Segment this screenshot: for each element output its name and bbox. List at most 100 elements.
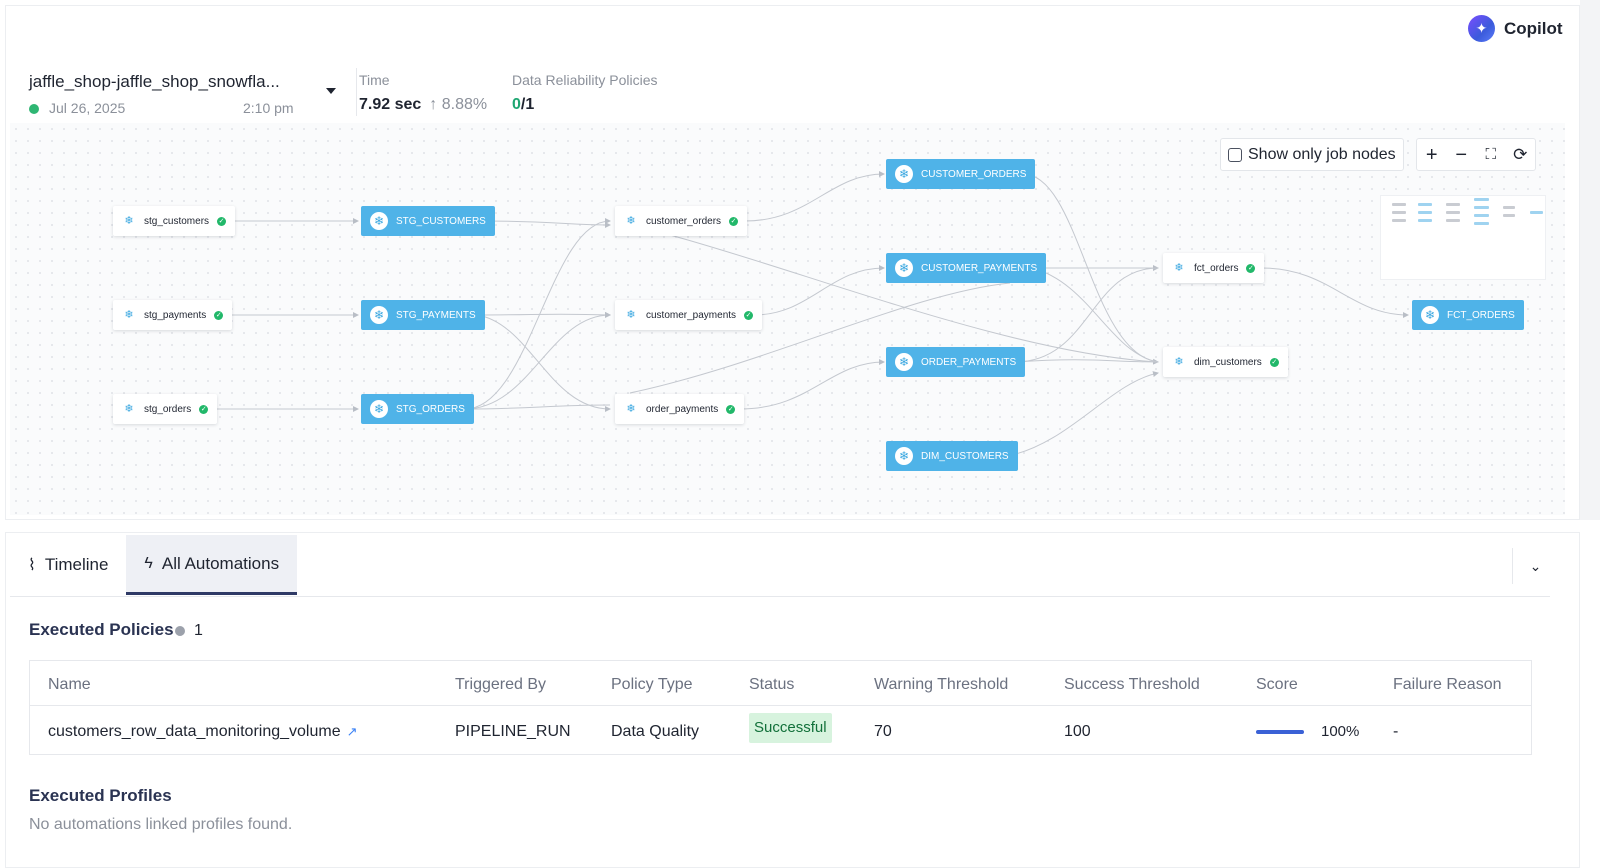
edge [739, 359, 885, 410]
zoom-toolbar: + − ⛶ ⟳ [1416, 138, 1536, 171]
node-fct-orders[interactable]: ❄ fct_orders ✓ [1163, 253, 1265, 283]
snowflake-icon: ❄ [370, 400, 388, 418]
node-ORDER_PAYMENTS[interactable]: ❄ ORDER_PAYMENTS [886, 347, 1026, 377]
column-header[interactable]: Warning Threshold [874, 676, 1009, 693]
vertical-scrollbar[interactable] [1580, 0, 1600, 520]
node-label: customer_orders [646, 215, 722, 227]
zoom-in-icon[interactable]: + [1425, 143, 1438, 166]
reset-view-icon[interactable]: ⟳ [1513, 144, 1528, 164]
node-DIM_CUSTOMERS[interactable]: ❄ DIM_CUSTOMERS [886, 441, 1018, 471]
lineage-minimap[interactable] [1380, 195, 1546, 280]
node-FCT_ORDERS[interactable]: ❄ FCT_ORDERS [1412, 300, 1524, 330]
policies-table: Name Triggered By Policy Type Status War… [29, 660, 1532, 755]
zoom-out-icon[interactable]: − [1455, 143, 1468, 166]
run-status-dot [29, 104, 39, 114]
node-stg-payments[interactable]: ❄ stg_payments ✓ [113, 300, 233, 330]
check-icon: ✓ [1269, 357, 1279, 367]
column-header[interactable]: Score [1256, 676, 1298, 693]
score-bar [1256, 730, 1304, 734]
node-label: customer_payments [646, 309, 737, 321]
node-CUSTOMER_ORDERS[interactable]: ❄ CUSTOMER_ORDERS [886, 159, 1036, 189]
node-label: FCT_ORDERS [1447, 309, 1515, 321]
snowflake-icon: ❄ [370, 212, 388, 230]
lineage-canvas[interactable] [10, 123, 1565, 515]
snowflake-icon: ❄ [895, 447, 913, 465]
edge [669, 234, 1159, 365]
copilot-label: Copilot [1504, 18, 1563, 38]
job-nodes-checkbox[interactable] [1228, 147, 1242, 162]
column-header[interactable]: Failure Reason [1393, 676, 1502, 693]
count-dot [175, 626, 185, 636]
node-order-payments[interactable]: ❄ order_payments ✓ [615, 394, 745, 424]
node-label: stg_payments [144, 309, 207, 321]
edge [753, 265, 885, 316]
column-header[interactable]: Status [749, 676, 795, 693]
check-icon: ✓ [217, 216, 227, 226]
check-icon: ✓ [729, 216, 739, 226]
time-value: 7.92 sec [359, 96, 422, 113]
show-only-job-nodes-toggle[interactable]: Show only job nodes [1220, 138, 1404, 171]
time-label: Time [359, 72, 390, 88]
snowflake-icon: ❄ [124, 215, 134, 227]
executed-policies-count: 1 [175, 622, 203, 640]
column-header[interactable]: Success Threshold [1064, 676, 1200, 693]
edge [1014, 267, 1159, 363]
sparkle-icon: ✦ [1468, 15, 1495, 42]
node-CUSTOMER_PAYMENTS[interactable]: ❄ CUSTOMER_PAYMENTS [886, 253, 1047, 283]
policies-label: Data Reliability Policies [512, 72, 658, 88]
node-customer-orders[interactable]: ❄ customer_orders ✓ [615, 206, 748, 236]
node-label: ORDER_PAYMENTS [921, 356, 1017, 368]
edge [629, 282, 1011, 394]
chevron-down-icon: ⌄ [1529, 557, 1542, 574]
edge [476, 314, 611, 412]
edge [1007, 371, 1159, 457]
fit-view-icon[interactable]: ⛶ [1485, 145, 1496, 163]
node-STG_CUSTOMERS[interactable]: ❄ STG_CUSTOMERS [361, 206, 495, 236]
node-label: STG_ORDERS [396, 403, 465, 415]
column-header[interactable]: Triggered By [455, 676, 546, 693]
chevron-down-icon[interactable] [326, 88, 336, 94]
run-name: jaffle_shop-jaffle_shop_snowfla... [29, 72, 280, 91]
node-STG_PAYMENTS[interactable]: ❄ STG_PAYMENTS [361, 300, 485, 330]
policy-name-link[interactable]: customers_row_data_monitoring_volume↗ [48, 723, 358, 741]
snowflake-icon: ❄ [124, 309, 134, 321]
tab-label: Timeline [44, 555, 109, 574]
edge [1031, 267, 1159, 363]
column-header[interactable]: Policy Type [611, 676, 693, 693]
snowflake-icon: ❄ [626, 215, 636, 227]
node-customer-payments[interactable]: ❄ customer_payments ✓ [615, 300, 763, 330]
tab-timeline[interactable]: ⌇ Timeline [10, 535, 126, 595]
header-divider [30, 705, 1531, 706]
tab-all-automations[interactable]: ϟ All Automations [126, 535, 298, 595]
node-STG_ORDERS[interactable]: ❄ STG_ORDERS [361, 394, 474, 424]
node-dim-customers[interactable]: ❄ dim_customers ✓ [1163, 347, 1288, 377]
status-badge: Successful [749, 713, 832, 743]
success-threshold: 100 [1064, 723, 1091, 740]
collapse-panel-button[interactable]: ⌄ [1512, 548, 1558, 584]
edge [464, 218, 611, 410]
run-time: 2:10 pm [243, 100, 294, 116]
run-selector[interactable]: jaffle_shop-jaffle_shop_snowfla... Jul 2… [29, 72, 349, 116]
canvas-controls: Show only job nodes + − ⛶ ⟳ [1220, 138, 1536, 171]
time-delta: ↑ 8.88% [429, 96, 487, 113]
header-divider [356, 68, 357, 116]
warning-threshold: 70 [874, 723, 892, 740]
external-link-icon[interactable]: ↗ [346, 724, 358, 739]
policy-type: Data Quality [611, 723, 700, 740]
edge [464, 404, 611, 410]
node-label: dim_customers [1194, 356, 1262, 368]
snowflake-icon: ❄ [895, 353, 913, 371]
copilot-button[interactable]: ✦ Copilot [1468, 15, 1563, 42]
activity-icon: ⌇ [28, 557, 36, 574]
snowflake-icon: ❄ [1421, 306, 1439, 324]
node-label: DIM_CUSTOMERS [921, 450, 1009, 462]
lineage-edges [213, 171, 1409, 457]
executed-policies-title: Executed Policies [29, 620, 174, 639]
run-meta: Jul 26, 2025 2:10 pm [29, 100, 349, 116]
profiles-empty-message: No automations linked profiles found. [29, 816, 293, 833]
node-stg-customers[interactable]: ❄ stg_customers ✓ [113, 206, 236, 236]
edge [1261, 267, 1409, 318]
node-stg-orders[interactable]: ❄ stg_orders ✓ [113, 394, 218, 424]
count-value: 1 [194, 622, 203, 639]
column-header[interactable]: Name [48, 676, 91, 693]
